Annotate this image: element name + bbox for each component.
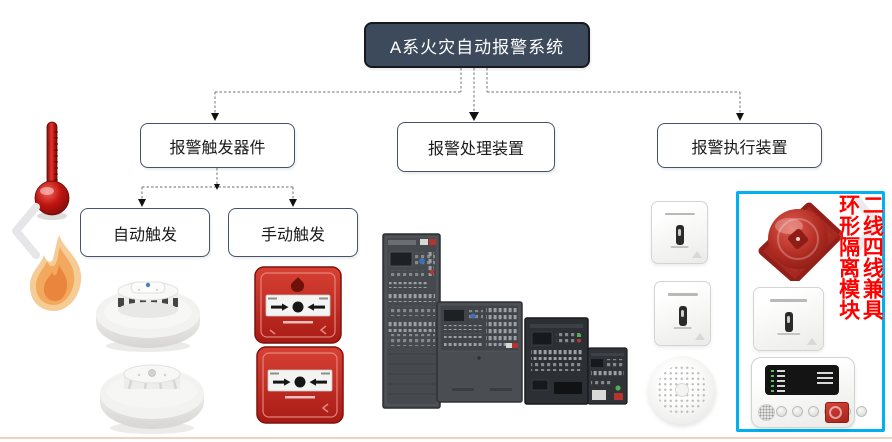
node-manual-trigger: 手动触发 [228, 208, 358, 257]
panel-speaker [758, 404, 775, 421]
node-trigger-devices-label: 报警触发器件 [169, 139, 266, 157]
module-indicator-slot [675, 225, 684, 246]
node-execution-devices-label: 报警执行装置 [691, 139, 788, 157]
module-indicator-slot [678, 305, 687, 326]
node-processing-devices: 报警处理装置 [397, 122, 555, 172]
manual-call-point [254, 266, 342, 344]
callout-line-1: 二线四线兼具 [860, 194, 884, 320]
io-module [651, 201, 708, 264]
module-logo-mark [806, 338, 817, 346]
isolator-module [753, 287, 824, 351]
fire-display-panel [751, 357, 867, 428]
flame-icon [29, 235, 82, 311]
wall-mounted-panel-medium [524, 317, 589, 405]
module-sublabel-bar [670, 245, 689, 248]
node-auto-trigger: 自动触发 [80, 208, 210, 257]
root-node: A系火灾自动报警系统 [364, 22, 590, 68]
chevron-right-icon[interactable] [851, 196, 885, 252]
smoke-detector [96, 281, 200, 352]
io-module [654, 281, 711, 346]
fire-alarm-sounder-strobe [758, 202, 843, 281]
node-trigger-devices: 报警触发器件 [140, 123, 295, 168]
wall-mounted-panel-large [436, 301, 523, 403]
sounder-hub [675, 383, 689, 397]
root-node-label: A系火灾自动报警系统 [389, 37, 565, 57]
node-processing-devices-label: 报警处理装置 [427, 141, 524, 158]
module-label-bar [664, 212, 695, 216]
control-cabinet-group [382, 233, 628, 409]
thermometer-icon [34, 121, 70, 220]
module-logo-mark [692, 251, 703, 259]
chevron-left-icon[interactable] [8, 203, 42, 259]
panel-red-key [825, 402, 849, 423]
heat-detector [100, 364, 204, 434]
manual-call-point [256, 346, 344, 424]
callout-line-2: 环形隔离模块 [836, 194, 860, 320]
ceiling-sounder [648, 356, 716, 424]
floor-standing-control-cabinet [382, 233, 441, 409]
module-logo-mark [695, 332, 706, 340]
node-execution-devices: 报警执行装置 [657, 123, 822, 168]
module-label-bar [769, 299, 808, 302]
bottom-divider-strip [0, 437, 892, 439]
node-auto-trigger-label: 自动触发 [112, 226, 177, 244]
wall-mounted-panel-small [587, 347, 628, 405]
callout-vertical-text: 二线四线兼具 环形隔离模块 [836, 194, 884, 320]
node-manual-trigger-label: 手动触发 [260, 226, 325, 244]
panel-buttons [776, 406, 867, 417]
module-indicator-slot [784, 311, 793, 332]
display-screen [765, 365, 839, 395]
module-sublabel-bar [673, 327, 692, 330]
module-label-bar [667, 293, 698, 296]
module-sublabel-bar [776, 332, 801, 335]
